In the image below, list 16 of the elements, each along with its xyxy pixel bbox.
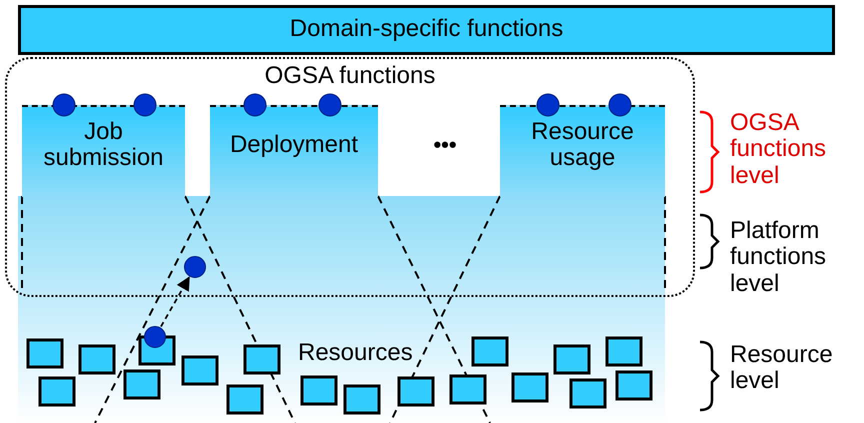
area-label: Resources bbox=[298, 340, 414, 366]
arrow bbox=[160, 276, 190, 328]
group-outline bbox=[5, 57, 695, 297]
function-column bbox=[500, 105, 665, 197]
level-label: Resource level bbox=[730, 342, 834, 395]
function-column bbox=[22, 105, 185, 197]
title-bar bbox=[18, 5, 835, 55]
node-label: Job submission bbox=[42, 118, 165, 172]
node-label: Domain-specific functions bbox=[288, 16, 564, 42]
level-label: Platform functions level bbox=[730, 218, 828, 298]
level-label: OGSA functions level bbox=[730, 110, 828, 190]
ellipsis: ••• bbox=[432, 133, 458, 158]
node-label: Deployment bbox=[228, 132, 360, 158]
group-title: OGSA functions bbox=[264, 63, 436, 90]
function-column bbox=[210, 105, 378, 197]
node-label: Resource usage bbox=[530, 118, 635, 172]
